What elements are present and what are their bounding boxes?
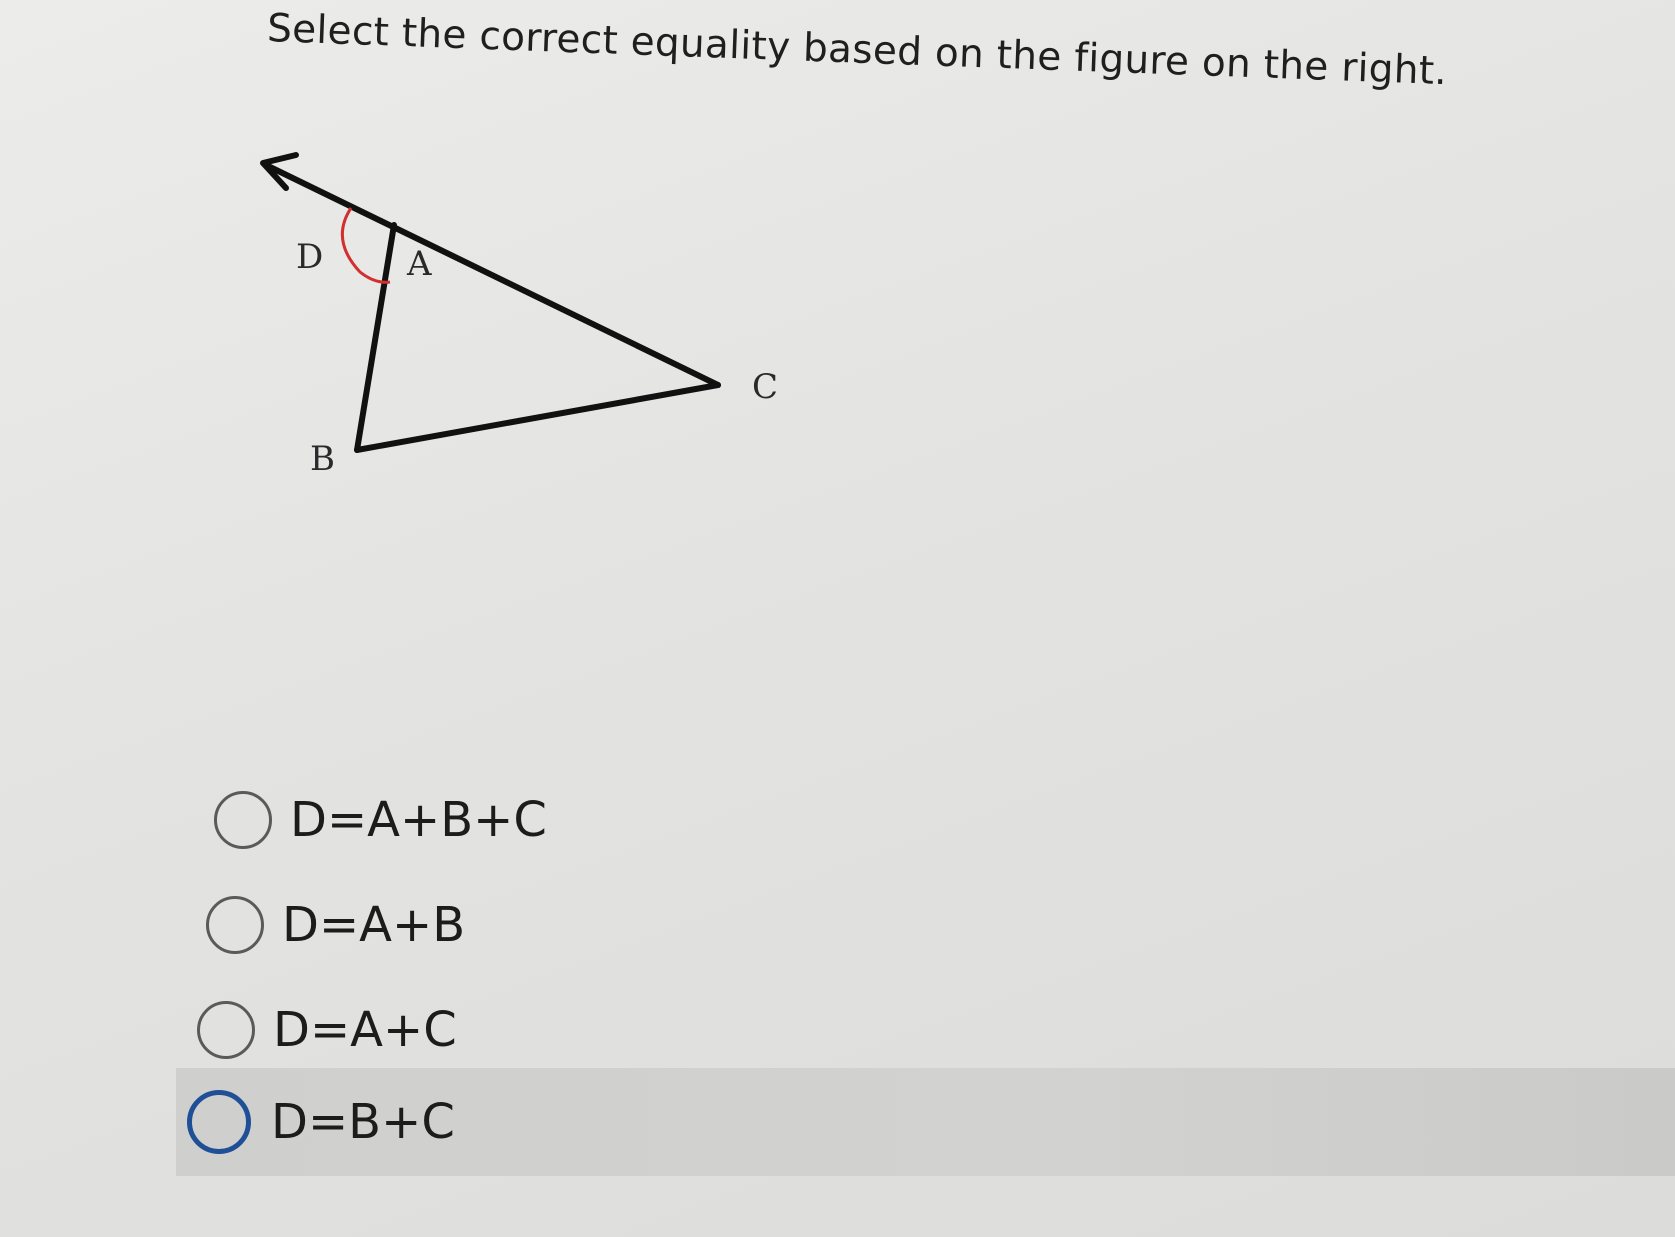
radio-button[interactable] xyxy=(197,1001,255,1059)
option-label: D=B+C xyxy=(271,1094,455,1150)
answer-option-1[interactable]: D=A+B+C xyxy=(214,775,547,865)
answer-option-3[interactable]: D=A+C xyxy=(197,985,457,1075)
vertex-label-d: D xyxy=(296,237,323,277)
option-label: D=A+B+C xyxy=(290,792,547,848)
side-ab xyxy=(354,222,397,453)
answer-option-4[interactable]: D=B+C xyxy=(176,1068,1675,1176)
radio-button[interactable] xyxy=(206,896,264,954)
radio-button-focused[interactable] xyxy=(187,1090,251,1154)
radio-button[interactable] xyxy=(214,791,272,849)
ray-arrowhead xyxy=(260,152,299,191)
side-bc xyxy=(354,382,721,453)
vertex-label-a: A xyxy=(406,244,432,284)
vertex-label-c: C xyxy=(752,367,778,407)
triangle-diagram: D A B C xyxy=(260,152,778,479)
option-label: D=A+B xyxy=(282,897,466,953)
option-label: D=A+C xyxy=(273,1002,457,1058)
exterior-angle-arc xyxy=(340,207,391,284)
ray-line xyxy=(265,163,721,388)
answer-option-2[interactable]: D=A+B xyxy=(206,880,465,970)
vertex-label-b: B xyxy=(310,439,335,479)
triangle-figure: D A B C xyxy=(260,152,778,479)
